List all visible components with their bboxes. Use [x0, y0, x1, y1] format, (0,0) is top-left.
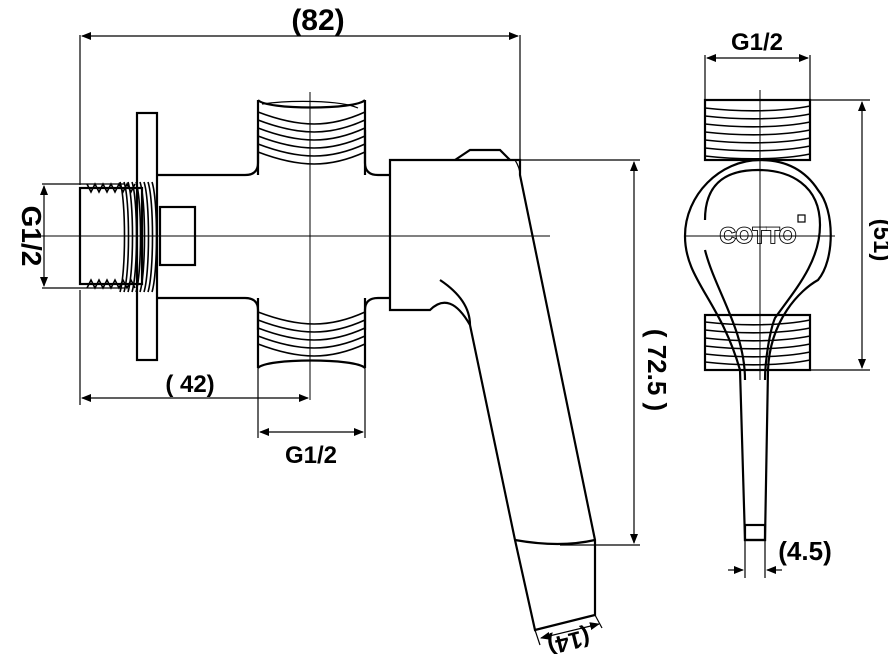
dim-handle-width: (14): [545, 623, 593, 654]
front-view-dimensions: (82) G1/2 ( 42) G1/2 ( 72.5 ) (14): [16, 4, 672, 654]
lever-handle: [388, 148, 597, 632]
bottom-outlet-thread: [256, 298, 367, 369]
side-view: COTTO: [683, 90, 835, 542]
dim-side-height: (51): [868, 219, 888, 262]
dim-bottom-thread: G1/2: [285, 442, 337, 469]
dim-inlet-offset: ( 42): [165, 371, 214, 398]
valve-body: [157, 130, 390, 330]
logo-mark: [797, 214, 806, 223]
left-inlet-thread: [78, 181, 158, 293]
left-thread-hatching: [119, 181, 158, 293]
top-outlet-thread: [256, 99, 367, 175]
dim-height: ( 72.5 ): [642, 329, 672, 411]
side-lever: [683, 158, 832, 542]
side-thread-bottom: [703, 313, 812, 372]
side-thread-top: [703, 98, 812, 162]
dim-left-inlet-thread: G1/2: [16, 206, 47, 267]
side-view-dimensions: G1/2 (51) (4.5): [704, 29, 888, 578]
front-view: [35, 92, 597, 632]
dim-overall-width: (82): [291, 4, 344, 37]
dim-lever-thickness: (4.5): [778, 536, 831, 566]
dim-side-thread: G1/2: [731, 29, 783, 56]
